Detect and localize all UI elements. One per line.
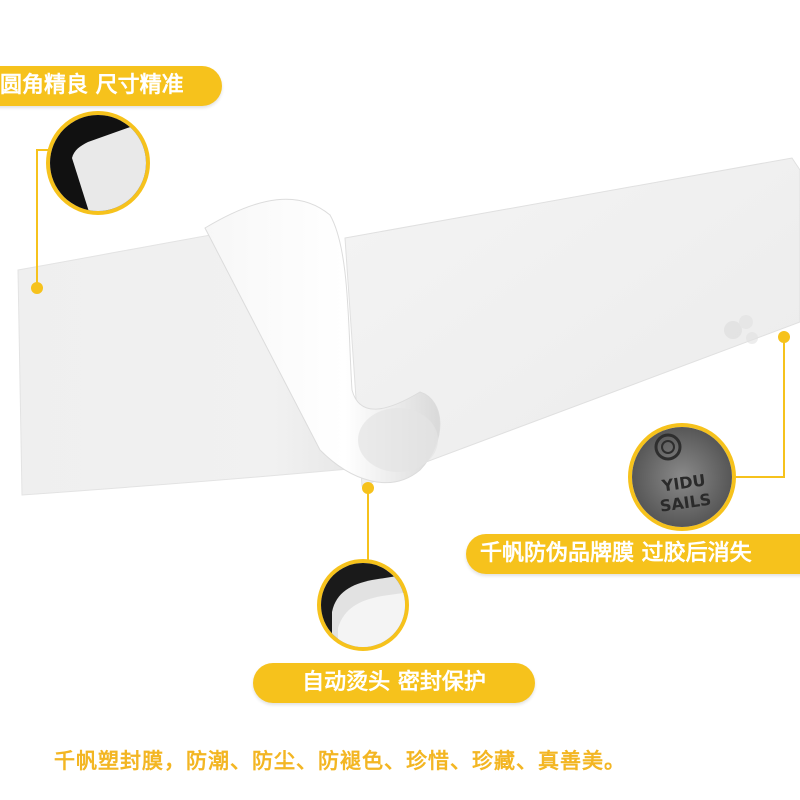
product-tagline: 千帆塑封膜，防潮、防尘、防褪色、珍惜、珍藏、真善美。 — [54, 749, 626, 773]
brand-logo-inset: YIDU SAILS — [628, 423, 736, 531]
callout-seal-label: 自动烫头 密封保护 — [253, 663, 535, 703]
callout-corner-label: 圆角精良 尺寸精准 — [0, 66, 222, 106]
marker-dot-corner — [31, 282, 43, 294]
corner-zoom-inset — [46, 111, 150, 215]
marker-dot-logo — [778, 331, 790, 343]
marker-dot-edge — [362, 482, 374, 494]
callout-brand-film-label: 千帆防伪品牌膜 过胶后消失 — [466, 534, 800, 574]
seal-edge-inset — [317, 559, 409, 651]
sheet-logo-icon — [724, 315, 758, 344]
